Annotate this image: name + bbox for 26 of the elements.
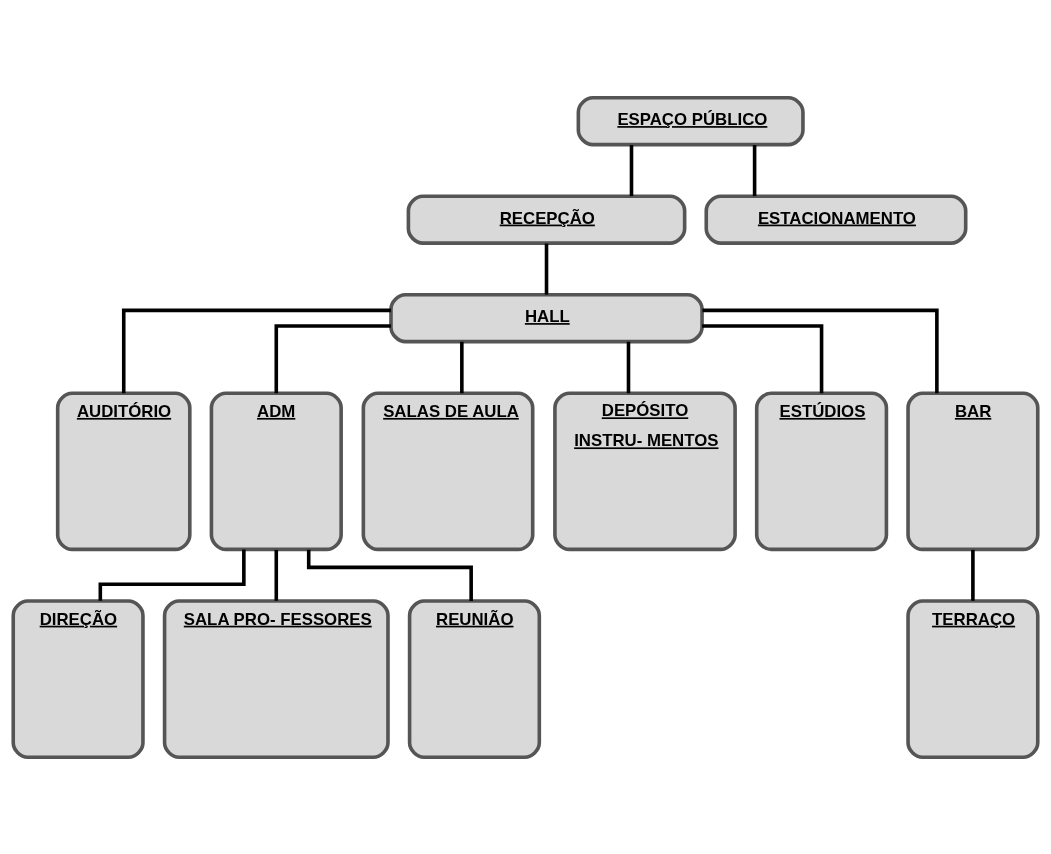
node-box: ESPAÇO PÚBLICO [576,95,805,146]
node-box: DIREÇÃO [11,598,145,759]
node-box: AUDITÓRIO [55,390,192,551]
connector [98,548,246,601]
node-box: TERRAÇO [906,598,1040,759]
connector [752,144,757,196]
connector [274,323,391,393]
connector [626,341,631,393]
connector [121,308,391,393]
connector [971,549,975,601]
node-box: ADM [209,390,343,551]
connector [629,144,634,196]
connector [274,549,279,601]
connector [702,308,939,393]
node-box: DEPÓSITO INSTRU- MENTOS [553,390,737,551]
node-box: SALA PRO- FESSORES [162,598,390,759]
node-box: BAR [906,390,1040,551]
connector [460,341,464,393]
node-box: RECEPÇÃO [406,194,687,245]
node-box: ESTACIONAMENTO [704,194,968,245]
connector [702,323,824,393]
node-box: HALL [389,292,704,343]
node-box: ESTÚDIOS [754,390,889,551]
node-box: SALAS DE AULA [361,390,535,551]
node-box: REUNIÃO [407,598,542,759]
connector [544,243,549,295]
